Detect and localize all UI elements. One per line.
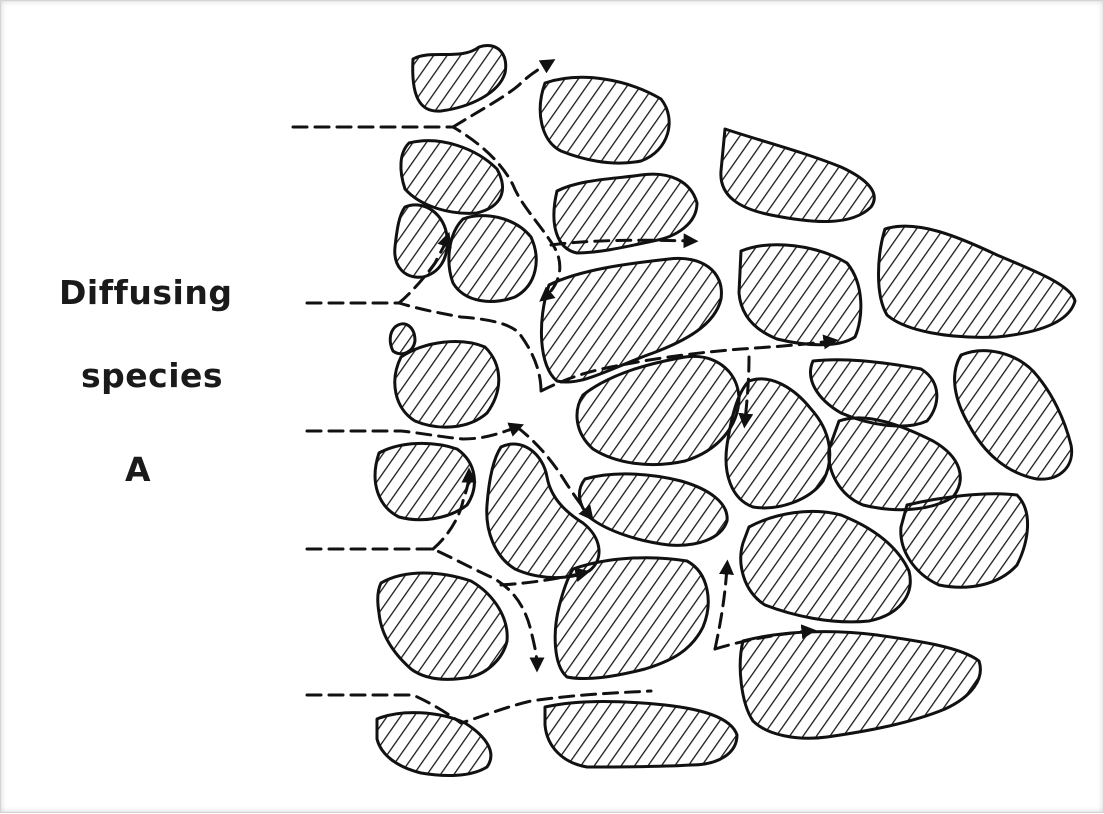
particle bbox=[901, 494, 1028, 587]
particle bbox=[579, 474, 727, 545]
particle bbox=[721, 129, 874, 222]
diffusion-path bbox=[307, 427, 517, 439]
particle bbox=[726, 379, 830, 508]
particle bbox=[879, 226, 1076, 337]
particle bbox=[390, 324, 415, 354]
particle bbox=[740, 632, 980, 739]
particle bbox=[545, 702, 737, 768]
particle bbox=[739, 245, 861, 345]
particle bbox=[395, 342, 499, 428]
particles bbox=[375, 45, 1075, 775]
particle bbox=[741, 511, 910, 621]
particle bbox=[811, 360, 937, 426]
particle bbox=[829, 418, 960, 510]
particle bbox=[413, 45, 506, 111]
particle bbox=[487, 444, 599, 578]
diffusion-path bbox=[715, 567, 727, 649]
particle bbox=[377, 713, 491, 776]
particle bbox=[955, 351, 1072, 480]
particle bbox=[378, 573, 508, 679]
particle bbox=[555, 558, 708, 679]
particle bbox=[395, 205, 447, 277]
particle bbox=[540, 77, 669, 163]
particle bbox=[449, 216, 536, 302]
